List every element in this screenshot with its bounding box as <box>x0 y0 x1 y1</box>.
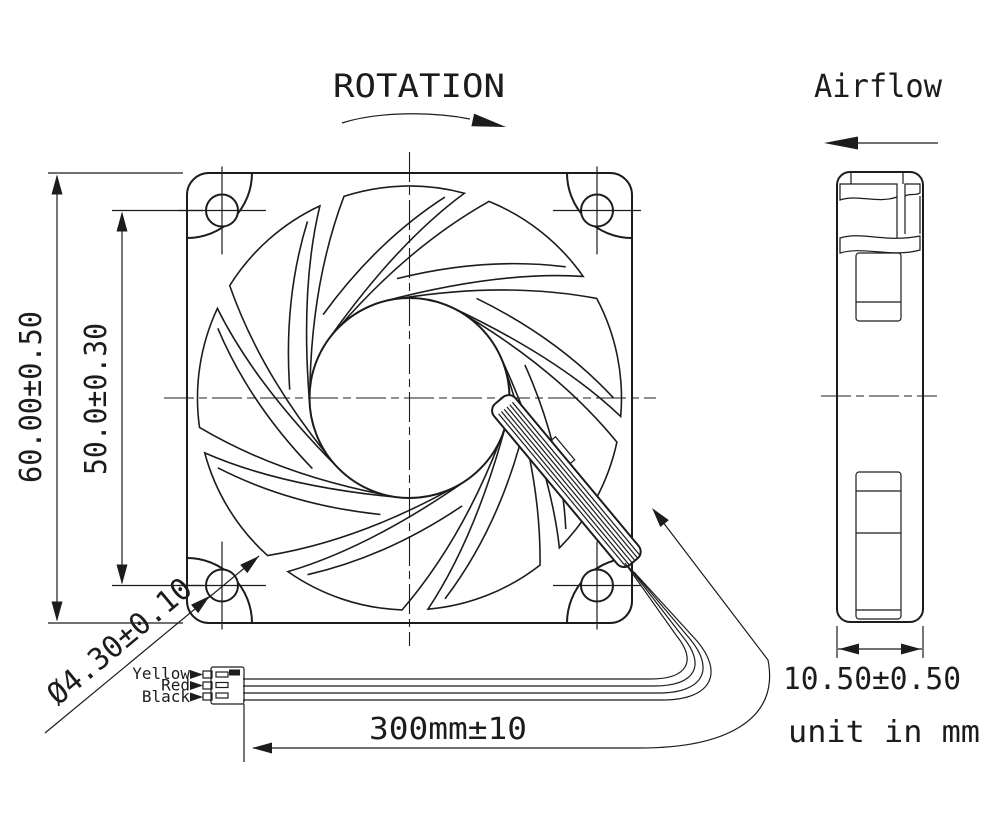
dimension-arrowhead <box>839 643 859 655</box>
connector-pin <box>202 670 213 679</box>
airflow-label: Airflow <box>814 67 943 105</box>
wire-label-yellow: Yellow <box>132 664 190 683</box>
extension-lines <box>112 209 203 587</box>
extension-lines <box>836 626 924 658</box>
motor-block-dividers <box>856 490 901 611</box>
connector <box>202 666 245 705</box>
connector-pin <box>202 692 213 701</box>
callout-arrowhead <box>190 681 203 690</box>
connector-slot <box>215 692 229 699</box>
dimension-arrowhead <box>116 564 128 585</box>
connector-slot <box>215 671 229 678</box>
annotations: ROTATION Airflow unit in mm <box>333 67 980 750</box>
section-hatch-band <box>904 183 921 198</box>
wire-clip <box>550 435 576 465</box>
airflow-arrowhead <box>824 136 858 150</box>
wire-label-red: Red <box>161 676 190 695</box>
wire-path <box>243 568 704 694</box>
connector-slot <box>215 681 229 689</box>
cable-length-dim-label: 300mm±10 <box>369 712 527 747</box>
mounting-holes <box>178 166 641 630</box>
thickness-dim-label: 10.50±0.50 <box>783 662 961 697</box>
cable-assembly: Yellow Red Black 300mm±10 <box>132 504 771 762</box>
dimension-arrowhead <box>252 742 272 754</box>
rotation-arrowhead <box>471 113 508 134</box>
dimension-arrowhead <box>51 601 63 622</box>
rotation-arrow-curve <box>341 113 471 124</box>
wire-bundle <box>491 394 642 569</box>
wire-path <box>243 562 688 680</box>
leader-line <box>44 555 260 734</box>
wire-callouts: Yellow Red Black <box>132 664 203 706</box>
dimension-arrowhead <box>647 504 669 528</box>
wire-bundle-outline <box>491 394 642 569</box>
motor-block-lower <box>855 471 902 620</box>
side-view-body <box>836 171 924 623</box>
callout-arrowhead <box>190 692 203 702</box>
connector-pin <box>202 681 213 690</box>
wire-strands <box>498 401 641 568</box>
frame-size-dimension: 60.00±0.50 <box>14 172 183 624</box>
frame-size-dim-label: 60.00±0.50 <box>14 311 49 483</box>
wire-label-black: Black <box>142 687 191 706</box>
wire-path <box>243 571 712 701</box>
connector-polarity-mark <box>229 669 240 676</box>
dimension-arrowhead <box>116 211 128 232</box>
section-hatch-band <box>839 235 921 254</box>
front-view <box>162 142 666 647</box>
inlet-notch-lines <box>850 172 904 184</box>
wire-path <box>243 565 696 687</box>
dimension-arrowhead <box>51 174 63 195</box>
hole-pitch-dimension: 50.0±0.30 <box>79 209 203 587</box>
cable-length-dimension: 300mm±10 <box>243 504 771 762</box>
motor-block-upper <box>855 252 902 322</box>
callout-arrowhead <box>190 670 203 679</box>
rotation-label: ROTATION <box>333 67 505 105</box>
extension-lines <box>48 172 183 624</box>
side-view: 10.50±0.50 <box>783 171 961 697</box>
dimension-line <box>253 512 771 749</box>
units-note: unit in mm <box>788 715 980 750</box>
frame-channel-lines <box>896 196 921 238</box>
thickness-dimension: 10.50±0.50 <box>783 626 961 697</box>
connector-body <box>210 666 245 705</box>
mounting-hole <box>553 541 641 630</box>
dimension-arrowhead <box>901 643 921 655</box>
mounting-hole <box>553 166 641 255</box>
hole-pitch-dim-label: 50.0±0.30 <box>79 323 114 475</box>
